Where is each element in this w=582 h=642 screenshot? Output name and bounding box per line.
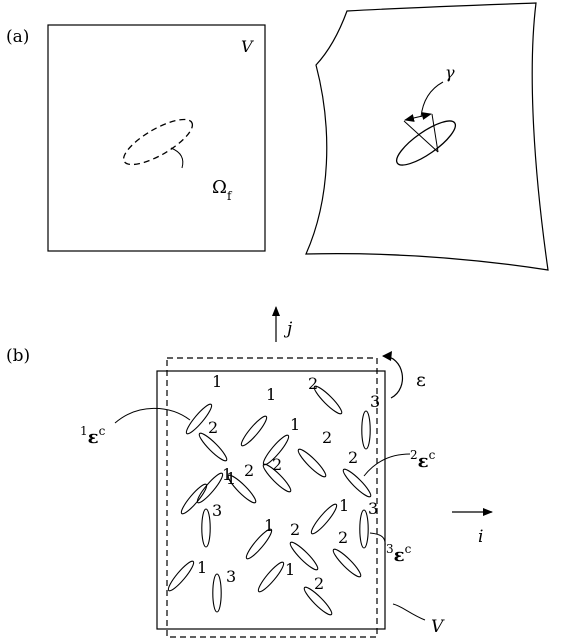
shear-line-1: [403, 120, 439, 153]
strain-label: ε: [416, 369, 426, 391]
grain-variant-3: [201, 508, 211, 548]
region-label: Ωf: [212, 177, 233, 203]
grain-variant-2: [262, 463, 292, 493]
grain-variant-label: 3: [212, 501, 222, 520]
grain-variant-label: 1: [222, 465, 232, 484]
callout-leader-1: [114, 407, 191, 424]
callout-leader-3: [369, 532, 386, 547]
grain-variant-2: [303, 586, 333, 616]
i-axis-label: i: [478, 527, 483, 547]
volume-leader-line: [392, 603, 426, 621]
grain-variant-3: [212, 573, 222, 613]
grain-variant-label: 2: [290, 520, 300, 539]
grain-variant-1: [180, 483, 208, 515]
region-leader-line: [170, 147, 184, 169]
grain-variant-3: [359, 509, 369, 549]
grain-variant-label: 2: [322, 428, 332, 447]
shear-angle-arrow: [404, 112, 432, 122]
grain-variant-1: [310, 503, 338, 535]
callout-variant-2-label: 2εc: [410, 448, 436, 472]
grain-variant-label: 2: [314, 574, 324, 593]
reference-volume-box: [156, 370, 386, 630]
grain-variant-label: 2: [338, 528, 348, 547]
grain-variant-label: 1: [285, 560, 295, 579]
grain-variant-label: 1: [264, 516, 274, 535]
grain-variant-2: [198, 432, 228, 462]
grain-variant-2: [297, 448, 327, 478]
grain-variant-label: 2: [208, 418, 218, 437]
grain-variant-1: [240, 415, 268, 447]
grain-variant-label: 2: [244, 461, 254, 480]
angle-label: γ: [445, 63, 455, 82]
strain-arrowhead: [382, 351, 392, 361]
callout-leader-2: [363, 453, 411, 477]
grain-variant-1: [257, 561, 285, 593]
volume-label-undeformed: V: [241, 37, 254, 56]
callout-variant-3-label: 3εc: [386, 542, 412, 566]
grain-variant-label: 1: [339, 496, 349, 515]
grain-variant-2: [342, 468, 372, 498]
transformed-inclusion-ellipse: [395, 120, 457, 166]
grain-variant-2: [289, 541, 319, 571]
deformed-volume-outline: [305, 2, 549, 271]
grain-variant-label: 2: [272, 455, 282, 474]
grain-variant-label: 1: [226, 469, 236, 488]
grain-variant-label: 3: [368, 499, 378, 518]
grain-variant-label: 2: [348, 448, 358, 467]
grain-variant-2: [313, 385, 343, 415]
strain-indicator-curve: [382, 355, 403, 399]
grain-variant-2: [332, 548, 362, 578]
callout-variant-1-label: 1εc: [80, 424, 106, 448]
grain-variant-1: [245, 528, 273, 560]
grain-variant-label: 3: [370, 392, 380, 411]
grain-variant-label: 1: [212, 372, 222, 391]
j-axis-label: j: [283, 319, 293, 339]
shear-line-2: [431, 113, 439, 153]
strained-volume-box: [166, 357, 378, 638]
angle-leader-line: [420, 81, 444, 118]
grain-variant-1: [167, 560, 195, 592]
grain-variant-label: 3: [226, 567, 236, 586]
grain-variant-label: 1: [290, 415, 300, 434]
panel-b-label: (b): [6, 346, 30, 366]
grain-variant-1: [185, 403, 213, 435]
inclusion-dashed-ellipse: [122, 118, 194, 166]
grain-variant-3: [361, 410, 371, 450]
grain-variant-label: 2: [308, 374, 318, 393]
panel-a-label: (a): [6, 27, 29, 47]
grain-variant-label: 1: [266, 385, 276, 404]
grain-variant-2: [227, 474, 257, 504]
grain-variant-label: 1: [197, 558, 207, 577]
axes: j i: [272, 306, 493, 547]
panel-a: (a) V Ωf γ: [6, 2, 549, 271]
volume-label-b: V: [431, 617, 445, 637]
undeformed-volume-box: [47, 24, 266, 252]
